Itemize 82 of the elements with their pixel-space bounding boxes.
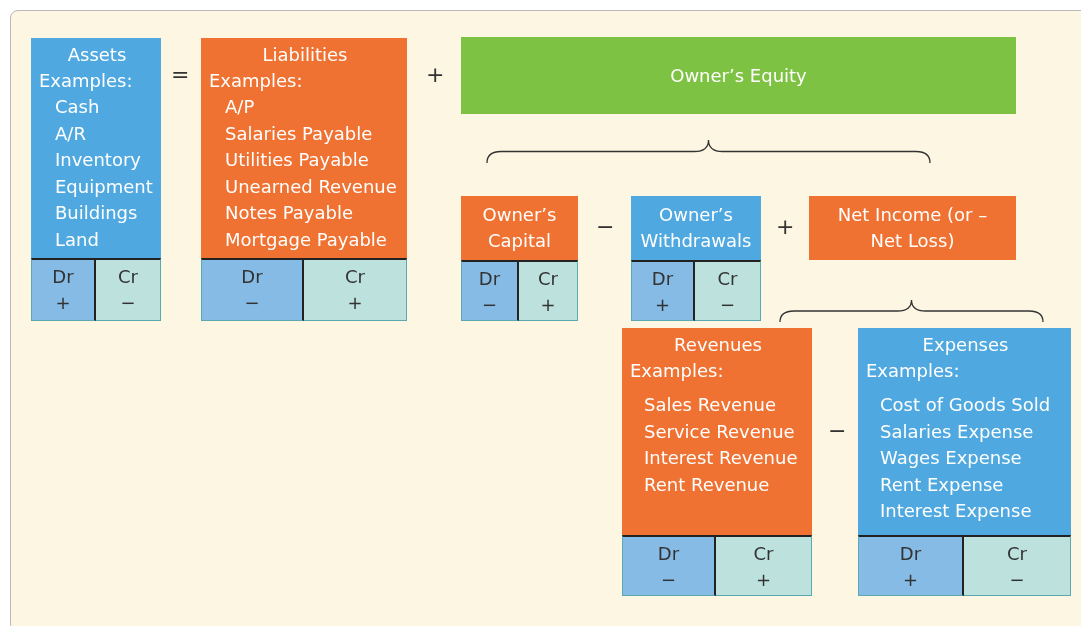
account-box bbox=[31, 38, 161, 258]
credit-cell bbox=[304, 258, 407, 321]
credit-cell bbox=[964, 535, 1071, 596]
credit-cell bbox=[96, 258, 161, 321]
account-heading: Revenues bbox=[674, 333, 762, 357]
operator-symbol: + bbox=[776, 214, 795, 240]
column-label: Dr bbox=[899, 542, 922, 566]
debit-cell bbox=[622, 535, 716, 596]
account-box bbox=[809, 196, 1016, 260]
example-item: Mortgage Payable bbox=[224, 227, 388, 252]
example-item: A/R bbox=[54, 121, 87, 146]
sign-symbol: − bbox=[719, 293, 736, 317]
column-label: Cr bbox=[118, 265, 138, 289]
column-label: Cr bbox=[1007, 542, 1027, 566]
operator-symbol: − bbox=[828, 418, 847, 444]
account-heading: Expenses bbox=[922, 333, 1009, 357]
debit-cell bbox=[461, 260, 519, 321]
debit-cell bbox=[631, 260, 695, 321]
example-item: Buildings bbox=[54, 201, 139, 225]
examples-label: Examples: bbox=[866, 359, 961, 383]
column-label: Dr bbox=[478, 267, 501, 291]
sign-symbol: − bbox=[481, 293, 498, 317]
sign-symbol: + bbox=[755, 568, 772, 592]
example-item: Equipment bbox=[54, 174, 154, 199]
debit-cell bbox=[858, 535, 964, 596]
column-label: Dr bbox=[651, 267, 674, 291]
column-label: Cr bbox=[345, 265, 365, 289]
example-item: Interest Revenue bbox=[643, 446, 799, 470]
account-heading: Owner’s Capital bbox=[481, 203, 558, 253]
column-label: Dr bbox=[52, 265, 74, 289]
example-item: Unearned Revenue bbox=[224, 174, 398, 199]
account-heading: Owner’s Equity bbox=[670, 63, 807, 88]
sign-symbol: + bbox=[654, 293, 671, 317]
example-item: Inventory bbox=[54, 148, 142, 172]
example-item: Salaries Expense bbox=[879, 419, 1035, 444]
example-item: Utilities Payable bbox=[224, 148, 370, 172]
sign-symbol: − bbox=[120, 291, 136, 315]
example-item: Wages Expense bbox=[879, 446, 1023, 470]
column-label: Dr bbox=[657, 542, 680, 566]
sign-symbol: − bbox=[244, 291, 260, 315]
sign-symbol: − bbox=[1009, 568, 1025, 592]
account-heading: Liabilities bbox=[262, 43, 348, 67]
debit-cell bbox=[201, 258, 304, 321]
examples-label: Examples: bbox=[630, 359, 725, 383]
operator-symbol: + bbox=[426, 62, 445, 88]
example-item: Cost of Goods Sold bbox=[879, 393, 1052, 417]
sign-symbol: − bbox=[660, 568, 677, 592]
operator-symbol: = bbox=[171, 62, 190, 88]
example-item: Service Revenue bbox=[643, 419, 796, 444]
column-label: Cr bbox=[538, 267, 558, 291]
sign-symbol: + bbox=[540, 293, 556, 317]
example-item: Rent Expense bbox=[879, 472, 1005, 497]
account-heading: Owner’s Withdrawals bbox=[639, 203, 753, 253]
examples-label: Examples: bbox=[39, 69, 134, 93]
account-box bbox=[631, 196, 761, 260]
account-box bbox=[858, 328, 1071, 535]
column-label: Dr bbox=[241, 265, 263, 289]
account-box bbox=[622, 328, 812, 535]
credit-cell bbox=[519, 260, 578, 321]
sign-symbol: + bbox=[55, 291, 71, 315]
example-item: Rent Revenue bbox=[643, 472, 771, 497]
example-item: Land bbox=[54, 227, 100, 252]
example-item: Salaries Payable bbox=[224, 121, 374, 146]
examples-label: Examples: bbox=[209, 69, 304, 93]
sign-symbol: + bbox=[902, 568, 919, 592]
account-heading: Assets bbox=[67, 43, 127, 67]
example-item: Interest Expense bbox=[879, 499, 1033, 523]
account-box bbox=[201, 38, 407, 258]
account-heading: Net Income (or – Net Loss) bbox=[837, 203, 988, 253]
example-item: Cash bbox=[54, 95, 101, 119]
example-item: A/P bbox=[224, 95, 256, 119]
sign-symbol: + bbox=[347, 291, 363, 315]
credit-cell bbox=[716, 535, 812, 596]
credit-cell bbox=[695, 260, 761, 321]
example-item: Notes Payable bbox=[224, 201, 354, 225]
column-label: Cr bbox=[753, 542, 774, 566]
debit-cell bbox=[31, 258, 96, 321]
account-box bbox=[461, 37, 1016, 114]
account-box bbox=[461, 196, 578, 260]
example-item: Sales Revenue bbox=[643, 393, 778, 417]
column-label: Cr bbox=[717, 267, 738, 291]
operator-symbol: − bbox=[596, 214, 615, 240]
